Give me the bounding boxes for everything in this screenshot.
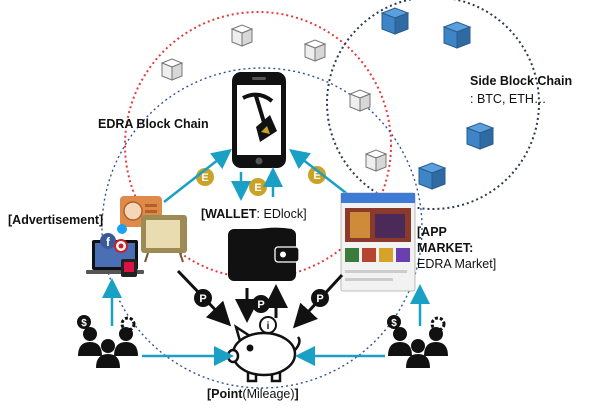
side-chain-title: Side Block Chain [470,74,572,88]
social-media-icon [121,259,137,277]
edra-coin-right: E [308,166,326,184]
point-token-left: P [194,289,212,307]
svg-text:E: E [201,172,208,184]
advertisement-label: [Advertisement] [8,213,103,227]
svg-text:P: P [316,293,323,305]
flow-arrow [289,148,351,197]
side-block-cube [418,162,446,190]
side-block-cube [443,21,471,49]
edra-coin-center: E [249,178,267,196]
point-token-center: P [252,295,270,313]
app-market-label: [APP MARKET: EDRA Market] [417,225,496,271]
edra-blockchain-ring [124,11,392,279]
flow-arrow [163,148,232,203]
side-chain-subtitle: : BTC, ETH… [470,92,546,106]
edra-block-cube [365,149,387,172]
point-mileage-label: [Point(Mileage)] [207,387,299,401]
svg-text:$: $ [391,318,397,329]
svg-text:E: E [254,182,261,194]
edra-block-cube [349,89,371,112]
facebook-icon: f [100,233,116,249]
piggy-bank-icon [226,324,301,383]
ecosystem-inner-ring [101,67,423,389]
point-token-right: P [311,289,329,307]
edra-chain-label: EDRA Block Chain [98,117,209,131]
edra-block-cube [304,39,326,62]
side-block-cube [466,122,494,150]
svg-text:P: P [199,293,206,305]
user-group-icon: $ [77,315,138,368]
twitter-icon [117,224,127,234]
app-store-screen-icon [340,192,416,292]
info-token: i [259,316,277,334]
wallet-icon [228,227,300,281]
user-group-icon: $ [387,315,448,368]
wallet-label: [WALLET: EDlock] [201,207,307,221]
svg-text:i: i [267,321,270,332]
svg-text:P: P [257,299,264,311]
svg-text:f: f [106,235,111,249]
side-block-cube [381,7,409,35]
tv-icon [141,215,187,263]
smartphone-mining-icon [232,72,286,168]
pinterest-icon [114,239,128,253]
svg-text:E: E [313,170,320,182]
svg-text:$: $ [81,318,87,329]
edra-block-cube [161,58,183,81]
side-blockchain-ring [326,0,540,210]
edra-block-cube [231,24,253,47]
